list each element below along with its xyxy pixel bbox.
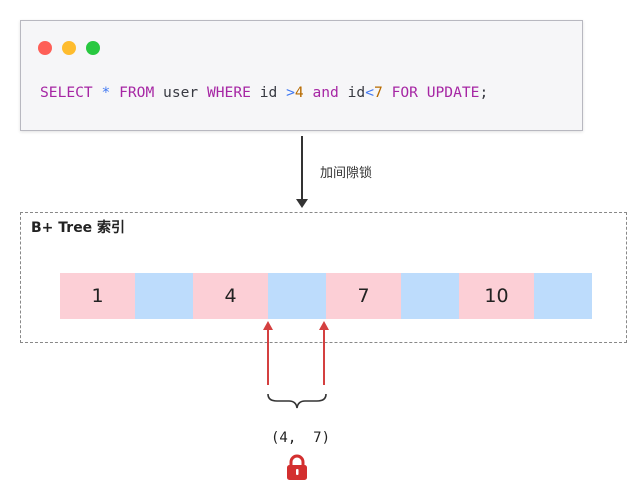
curly-brace-icon <box>267 393 327 409</box>
sql-token-keyword: SELECT <box>40 84 93 101</box>
sql-token-plain: id <box>250 84 287 101</box>
flow-arrow-shaft <box>301 136 303 202</box>
index-key-cell: 1 <box>60 273 135 319</box>
index-gap-cell <box>268 273 326 319</box>
sql-token-keyword: WHERE <box>206 84 251 101</box>
index-leaf-row: 1 4 7 10 <box>60 273 592 319</box>
gap-range-label: (4, 7) <box>271 430 331 446</box>
sql-token-plain: ; <box>479 84 489 101</box>
sql-statement: SELECT * FROM user WHERE id >4 and id<7 … <box>40 84 488 101</box>
sql-token-op: > <box>286 84 295 101</box>
index-key-cell: 4 <box>193 273 268 319</box>
sql-token-plain: id <box>338 84 366 101</box>
gap-end-marker-line <box>323 329 325 385</box>
index-key-cell: 10 <box>459 273 534 319</box>
up-arrow-icon <box>319 321 329 330</box>
sql-token-op: < <box>365 84 374 101</box>
sql-token-keyword: and <box>312 84 339 101</box>
sql-token-plain: user <box>154 84 207 101</box>
sql-token-num: 7 <box>373 84 383 101</box>
btree-index-panel: B+ Tree 索引 1 4 7 10 <box>20 212 627 343</box>
sql-token-keyword: FOR UPDATE <box>391 84 480 101</box>
close-window-dot[interactable] <box>38 41 52 55</box>
sql-token-plain <box>93 84 102 101</box>
lock-icon <box>287 454 307 480</box>
sql-token-plain <box>110 84 119 101</box>
code-window: SELECT * FROM user WHERE id >4 and id<7 … <box>20 20 583 131</box>
maximize-window-dot[interactable] <box>86 41 100 55</box>
sql-token-star: * <box>101 84 111 101</box>
index-title: B+ Tree 索引 <box>31 220 126 236</box>
down-arrow-icon <box>296 199 308 208</box>
index-gap-cell <box>135 273 193 319</box>
gap-start-marker-line <box>267 329 269 385</box>
index-gap-cell <box>534 273 592 319</box>
sql-token-keyword: FROM <box>119 84 155 101</box>
arrow-label: 加间隙锁 <box>320 166 373 181</box>
minimize-window-dot[interactable] <box>62 41 76 55</box>
index-key-cell: 7 <box>326 273 401 319</box>
sql-token-plain <box>383 84 392 101</box>
up-arrow-icon <box>263 321 273 330</box>
sql-token-num: 4 <box>294 84 304 101</box>
index-gap-cell <box>401 273 459 319</box>
